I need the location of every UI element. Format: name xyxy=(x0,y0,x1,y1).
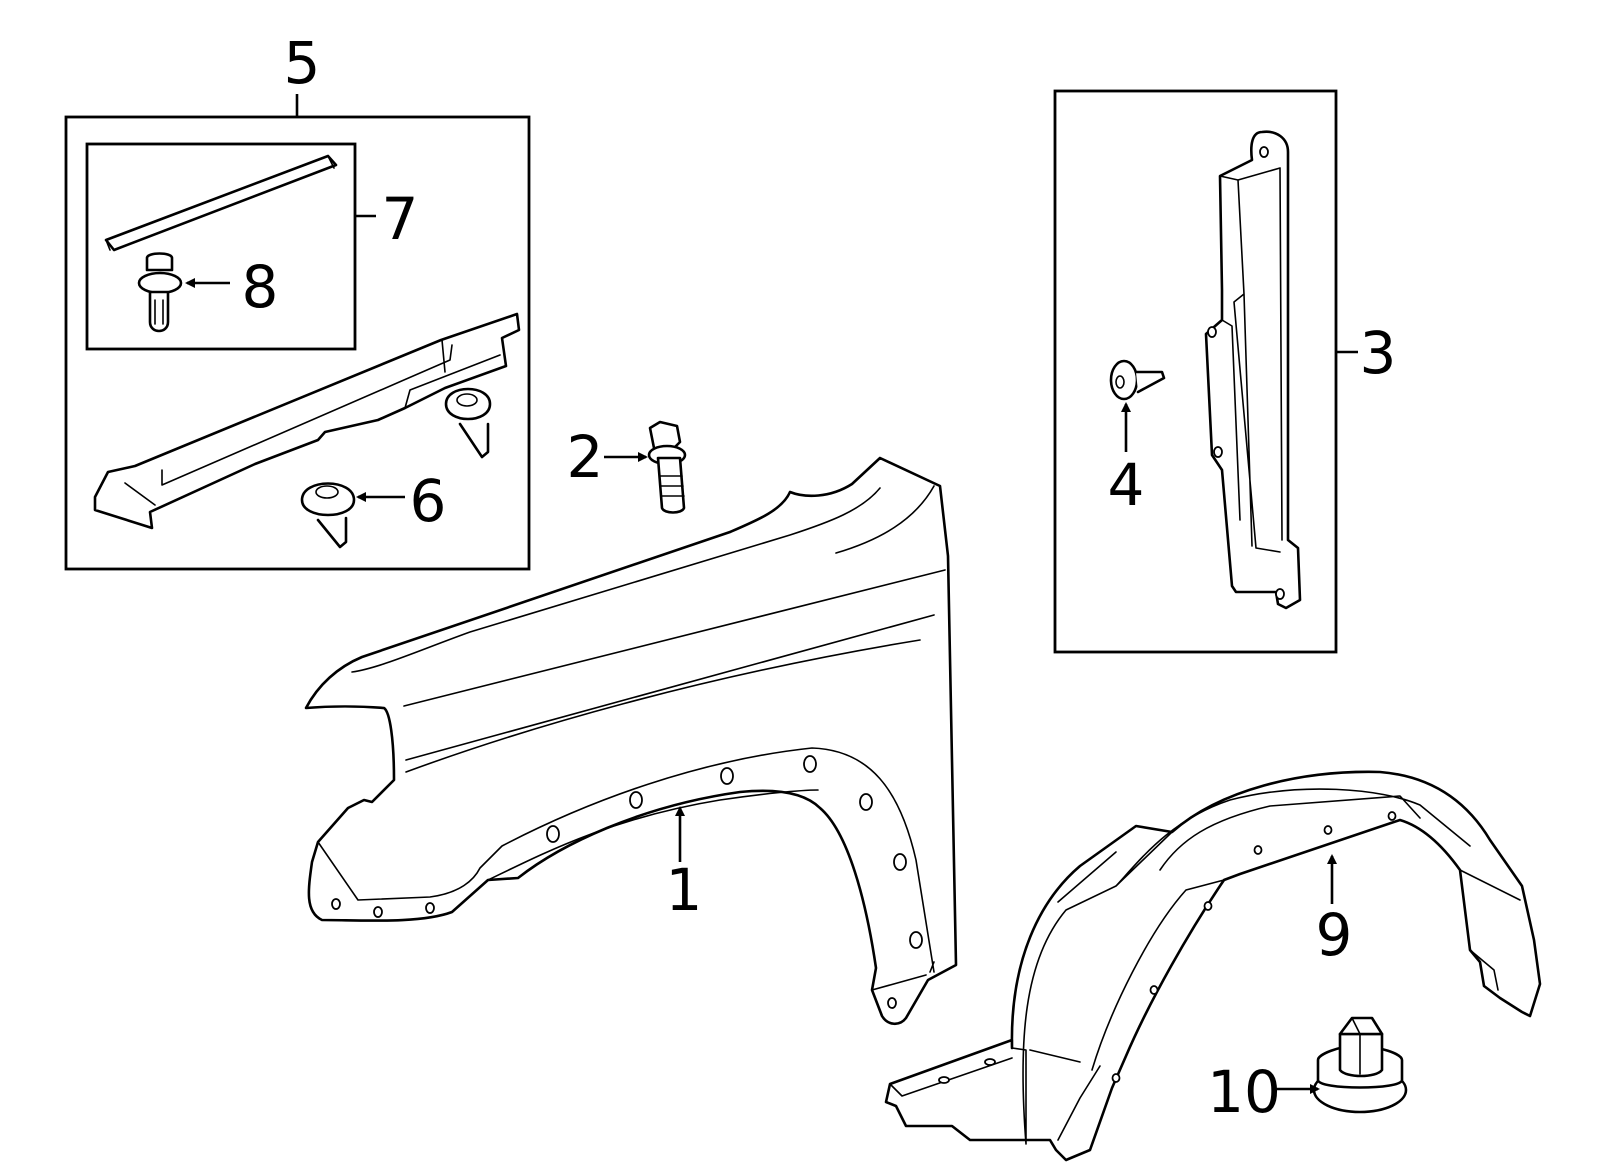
callout-3: 3 xyxy=(1360,319,1397,387)
callout-2: 2 xyxy=(567,423,604,491)
callout-8: 8 xyxy=(242,253,279,321)
clip-6-upper xyxy=(444,387,492,459)
fender-mounting-holes xyxy=(331,755,923,1009)
bolt-2: 2 xyxy=(567,420,687,514)
callout-9: 9 xyxy=(1316,901,1353,969)
clip-4: 4 xyxy=(1108,359,1166,519)
fender-1: 1 xyxy=(304,456,958,1026)
clip-8: 8 xyxy=(137,252,279,333)
group-box-3: 3 xyxy=(1053,89,1397,654)
group-box-5: 5 xyxy=(64,29,531,571)
clip-6-lower: 6 xyxy=(300,467,447,549)
callout-7: 7 xyxy=(382,185,419,253)
fender-liner-9: 9 xyxy=(884,770,1542,1162)
callout-4: 4 xyxy=(1108,451,1145,519)
callout-5: 5 xyxy=(284,29,321,97)
weatherstrip xyxy=(104,154,338,252)
callout-6: 6 xyxy=(410,467,447,535)
kit-box-7: 7 xyxy=(85,142,419,351)
callout-1: 1 xyxy=(666,856,703,924)
callout-10: 10 xyxy=(1207,1058,1281,1126)
nut-10: 10 xyxy=(1207,1016,1408,1126)
splash-shield-3 xyxy=(1204,130,1302,610)
fender-seal xyxy=(93,312,521,530)
